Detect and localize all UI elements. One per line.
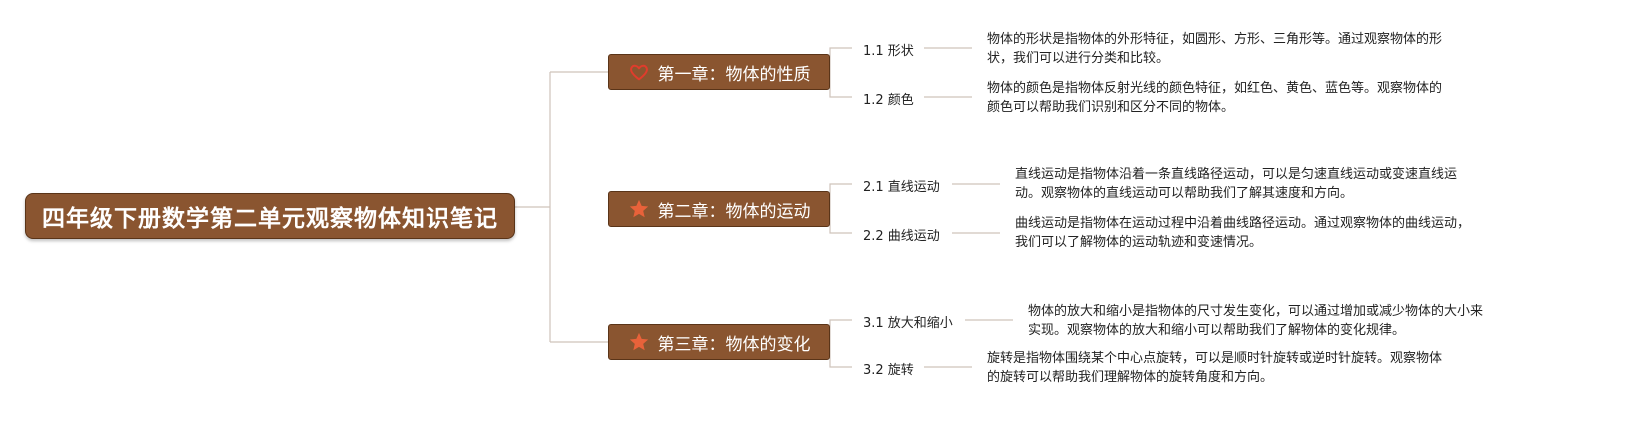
star-icon [628, 331, 650, 353]
desc-3-2: 旋转是指物体围绕某个中心点旋转，可以是顺时针旋转或逆时针旋转。观察物体 的旋转可… [987, 349, 1442, 387]
desc-line: 物体的颜色是指物体反射光线的颜色特征，如红色、黄色、蓝色等。观察物体的 [987, 81, 1443, 96]
heart-icon [628, 61, 650, 83]
sub-item-2-2[interactable]: 2.2 曲线运动 [863, 229, 940, 244]
chapter-title-2: 第二章：物体的运动 [657, 201, 811, 222]
desc-line: 的旋转可以帮助我们理解物体的旋转角度和方向。 [987, 370, 1274, 385]
sub-item-1-1[interactable]: 1.1 形状 [863, 44, 914, 59]
root-node[interactable]: 四年级下册数学第二单元观察物体知识笔记 [25, 193, 515, 239]
root-title: 四年级下册数学第二单元观察物体知识笔记 [42, 206, 498, 232]
chapter-node-2[interactable]: 第二章：物体的运动 [608, 191, 830, 227]
desc-line: 物体的放大和缩小是指物体的尺寸发生变化，可以通过增加或减少物体的大小来 [1028, 304, 1484, 319]
chapter-title-3: 第三章：物体的变化 [657, 334, 811, 355]
sub-item-1-2[interactable]: 1.2 颜色 [863, 93, 914, 108]
chapter-node-1[interactable]: 第一章：物体的性质 [608, 54, 830, 90]
star-icon [628, 198, 650, 220]
desc-line: 颜色可以帮助我们识别和区分不同的物体。 [987, 100, 1235, 115]
desc-2-1: 直线运动是指物体沿着一条直线路径运动，可以是匀速直线运动或变速直线运 动。观察物… [1015, 165, 1457, 203]
sub-item-3-1[interactable]: 3.1 放大和缩小 [863, 316, 953, 331]
desc-line: 我们可以了解物体的运动轨迹和变速情况。 [1015, 235, 1263, 250]
desc-line: 状，我们可以进行分类和比较。 [987, 51, 1170, 66]
desc-line: 直线运动是指物体沿着一条直线路径运动，可以是匀速直线运动或变速直线运 [1015, 167, 1458, 182]
desc-line: 动。观察物体的直线运动可以帮助我们了解其速度和方向。 [1015, 186, 1354, 201]
desc-line: 物体的形状是指物体的外形特征，如圆形、方形、三角形等。通过观察物体的形 [987, 32, 1443, 47]
sub-item-2-1[interactable]: 2.1 直线运动 [863, 180, 940, 195]
chapter-node-3[interactable]: 第三章：物体的变化 [608, 324, 830, 360]
chapter-title-1: 第一章：物体的性质 [657, 64, 811, 85]
desc-2-2: 曲线运动是指物体在运动过程中沿着曲线路径运动。通过观察物体的曲线运动， 我们可以… [1015, 214, 1470, 252]
desc-line: 实现。观察物体的放大和缩小可以帮助我们了解物体的变化规律。 [1028, 323, 1406, 338]
sub-item-3-2[interactable]: 3.2 旋转 [863, 363, 914, 378]
desc-line: 曲线运动是指物体在运动过程中沿着曲线路径运动。通过观察物体的曲线运动， [1015, 216, 1471, 231]
desc-3-1: 物体的放大和缩小是指物体的尺寸发生变化，可以通过增加或减少物体的大小来 实现。观… [1028, 302, 1483, 340]
desc-1-2: 物体的颜色是指物体反射光线的颜色特征，如红色、黄色、蓝色等。观察物体的 颜色可以… [987, 79, 1442, 117]
desc-1-1: 物体的形状是指物体的外形特征，如圆形、方形、三角形等。通过观察物体的形 状，我们… [987, 30, 1442, 68]
desc-line: 旋转是指物体围绕某个中心点旋转，可以是顺时针旋转或逆时针旋转。观察物体 [987, 351, 1443, 366]
